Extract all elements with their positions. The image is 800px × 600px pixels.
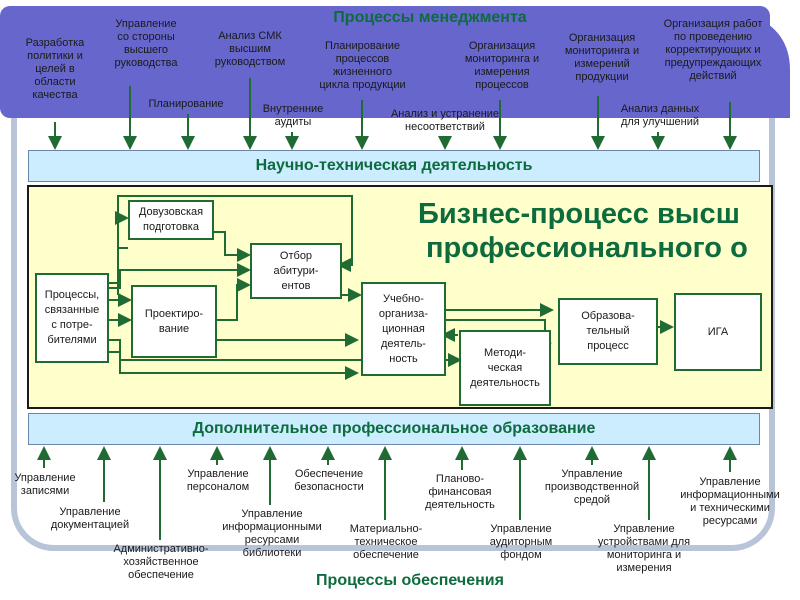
support-item: Управление аудиторным фондом <box>489 523 553 561</box>
support-item: Управление записями <box>14 472 76 497</box>
management-title: Процессы менеджмента <box>333 9 527 26</box>
science-band: Научно-техническая деятельность <box>28 150 760 182</box>
support-item: Административно- хозяйственное обеспечен… <box>113 543 209 581</box>
management-item: Организация работ по проведению корректи… <box>663 18 763 82</box>
management-arrows <box>48 78 737 150</box>
educational-process-box: Образова- тельный процесс <box>558 298 658 365</box>
preuniversity-box: Довузовская подготовка <box>128 200 214 240</box>
management-item: Планирование <box>148 98 224 110</box>
methodical-box: Методи- ческая деятельность <box>459 330 551 406</box>
support-item: Управление информационными и техническим… <box>680 476 780 527</box>
design-box: Проектиро- вание <box>131 285 217 358</box>
management-item: Разработка политики и целей в области ка… <box>25 37 85 101</box>
educational-org-box: Учебно- организа- ционная деятель- ность <box>361 282 446 376</box>
additional-education-band: Дополнительное профессиональное образова… <box>28 413 760 445</box>
support-item: Планово- финансовая деятельность <box>425 473 495 511</box>
support-item: Управление документацией <box>50 506 130 531</box>
support-arrows <box>37 446 737 540</box>
iga-box: ИГА <box>674 293 762 371</box>
core-title-line1: Бизнес-процесс высш <box>418 198 740 230</box>
management-band <box>0 6 770 118</box>
management-band-curve <box>712 6 790 118</box>
management-item: Управление со стороны высшего руководств… <box>114 18 178 69</box>
management-item: Анализ и устранение несоответствий <box>390 108 500 133</box>
support-title: Процессы обеспечения <box>316 572 504 589</box>
support-item: Управление устройствами для мониторинга … <box>597 523 691 574</box>
management-item: Внутренние аудиты <box>262 103 324 128</box>
support-item: Обеспечение безопасности <box>294 468 364 493</box>
applicant-selection-box: Отбор абитури- ентов <box>250 243 342 299</box>
support-item: Управление персоналом <box>186 468 250 493</box>
management-item: Анализ данных для улучшений <box>620 103 700 128</box>
support-item: Материально- техническое обеспечение <box>349 523 423 561</box>
customer-processes-box: Процессы, связанные с потре- бителями <box>35 273 109 363</box>
management-item: Планирование процессов жизненного цикла … <box>319 40 406 91</box>
core-title-line2: профессионального о <box>426 232 748 264</box>
support-item: Управление информационными ресурсами биб… <box>222 508 322 559</box>
management-item: Организация мониторинга и измерений прод… <box>564 32 640 83</box>
management-item: Анализ СМК высшим руководством <box>214 30 286 68</box>
management-item: Организация мониторинга и измерения проц… <box>464 40 540 91</box>
support-item: Управление производственной средой <box>544 468 640 506</box>
